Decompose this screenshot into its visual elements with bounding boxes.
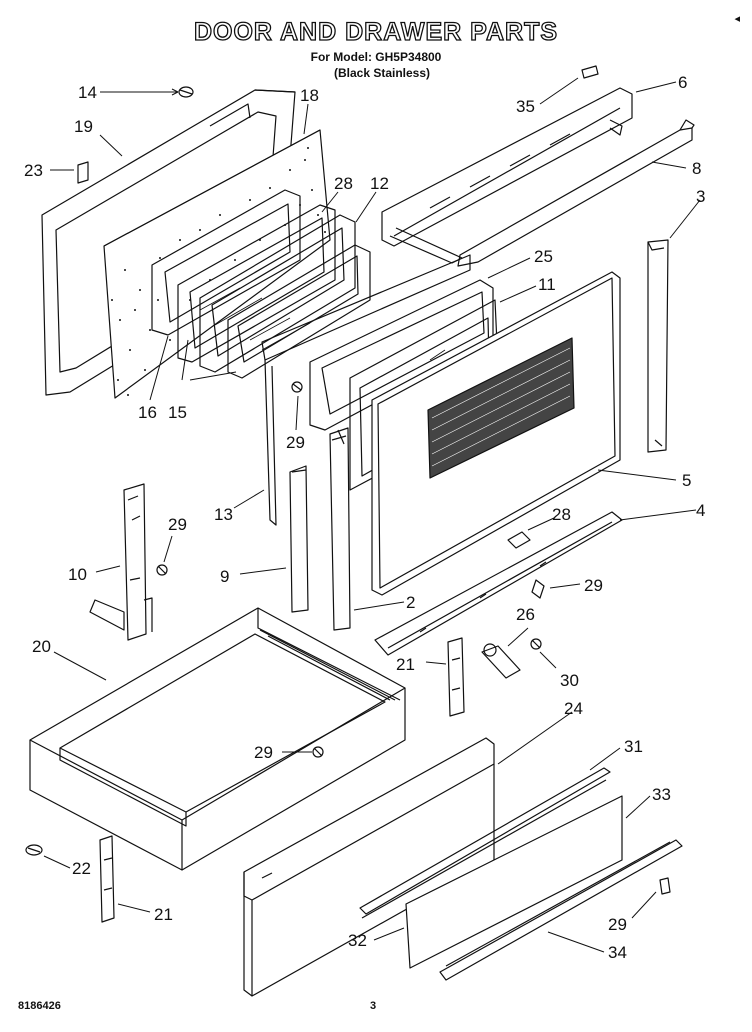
callout-18: 18 bbox=[300, 86, 319, 105]
part-23-clip bbox=[77, 161, 89, 184]
part-22-screw bbox=[25, 844, 43, 856]
part-13-door-liner bbox=[261, 254, 471, 526]
callout-29-bracket: 29 bbox=[168, 515, 187, 534]
part-29-screw-bottom bbox=[659, 877, 671, 895]
callout-24: 24 bbox=[564, 699, 583, 718]
callout-29-drawer: 29 bbox=[254, 743, 273, 762]
callout-31: 31 bbox=[624, 737, 643, 756]
part-26-roller bbox=[481, 643, 521, 679]
callout-22: 22 bbox=[72, 859, 91, 878]
part-16-inner-glass-frame bbox=[151, 189, 301, 336]
callout-25: 25 bbox=[534, 247, 553, 266]
part-33-drawer-glass bbox=[405, 795, 623, 969]
part-5-outer-door-panel bbox=[371, 271, 621, 596]
part-8-handle bbox=[389, 119, 695, 267]
callout-21-left: 21 bbox=[154, 905, 173, 924]
callout-26: 26 bbox=[516, 605, 535, 624]
callout-20: 20 bbox=[32, 637, 51, 656]
callout-13: 13 bbox=[214, 505, 233, 524]
part-3-right-side-trim bbox=[647, 239, 669, 453]
part-12-inner-door-glass bbox=[227, 244, 371, 379]
callout-15: 15 bbox=[168, 403, 187, 422]
part-29-screw-lower bbox=[531, 579, 545, 599]
part-9-side-trim bbox=[289, 465, 309, 613]
part-21-hinge-right bbox=[447, 637, 465, 717]
callout-23: 23 bbox=[24, 161, 43, 180]
callout-35: 35 bbox=[516, 97, 535, 116]
part-30-screw bbox=[530, 638, 542, 650]
callout-34: 34 bbox=[608, 943, 627, 962]
callout-29-door: 29 bbox=[286, 433, 305, 452]
callout-29-lower: 29 bbox=[584, 576, 603, 595]
callout-6: 6 bbox=[678, 73, 687, 92]
page-number: 3 bbox=[370, 1000, 377, 1012]
callout-28-lower: 28 bbox=[552, 505, 571, 524]
part-10-bracket bbox=[89, 483, 153, 641]
part-29-screw-bracket bbox=[156, 564, 168, 576]
part-18-insulation bbox=[103, 129, 331, 399]
callout-4: 4 bbox=[696, 501, 705, 520]
callout-32: 32 bbox=[348, 931, 367, 950]
corner-mark: ◂ bbox=[734, 13, 740, 25]
callout-28-top: 28 bbox=[334, 174, 353, 193]
callout-2: 2 bbox=[406, 593, 415, 612]
callout-labels: 14 18 19 23 28 12 35 6 8 3 25 11 16 15 2… bbox=[24, 73, 705, 962]
leader-lines bbox=[43, 77, 701, 953]
part-28-clip-lower bbox=[507, 531, 531, 549]
callout-33: 33 bbox=[652, 785, 671, 804]
callout-3: 3 bbox=[696, 187, 705, 206]
part-6-top-vent-trim bbox=[381, 87, 633, 247]
callout-30: 30 bbox=[560, 671, 579, 690]
variant-line: (Black Stainless) bbox=[333, 66, 431, 80]
part-35-screw bbox=[581, 65, 599, 79]
part-31-drawer-trim-top bbox=[359, 767, 611, 919]
callout-8: 8 bbox=[692, 159, 701, 178]
callout-19: 19 bbox=[74, 117, 93, 136]
document-number: 8186426 bbox=[18, 1000, 61, 1012]
callout-12: 12 bbox=[370, 174, 389, 193]
callout-11: 11 bbox=[538, 275, 556, 294]
callout-29-bottom: 29 bbox=[608, 915, 627, 934]
page-title: DOOR AND DRAWER PARTS bbox=[193, 17, 559, 46]
part-20-drawer-body bbox=[29, 607, 406, 871]
part-15-glass-pack bbox=[177, 204, 336, 363]
callout-21-right: 21 bbox=[396, 655, 415, 674]
part-14-screw bbox=[178, 86, 194, 98]
callout-14: 14 bbox=[78, 83, 97, 102]
callout-5: 5 bbox=[682, 471, 691, 490]
callout-16: 16 bbox=[138, 403, 157, 422]
part-24-drawer-front bbox=[243, 737, 495, 997]
callout-10: 10 bbox=[68, 565, 87, 584]
part-28-glass-clip-frame bbox=[199, 214, 356, 373]
callout-9: 9 bbox=[220, 567, 229, 586]
part-29-screw-drawer bbox=[312, 746, 324, 758]
part-2-side-trim bbox=[329, 427, 351, 631]
model-line: For Model: GH5P34800 bbox=[310, 50, 442, 64]
part-21-hinge-left bbox=[99, 835, 115, 923]
part-34-drawer-trim-bottom bbox=[439, 839, 683, 981]
part-29-screw-door bbox=[291, 381, 303, 393]
